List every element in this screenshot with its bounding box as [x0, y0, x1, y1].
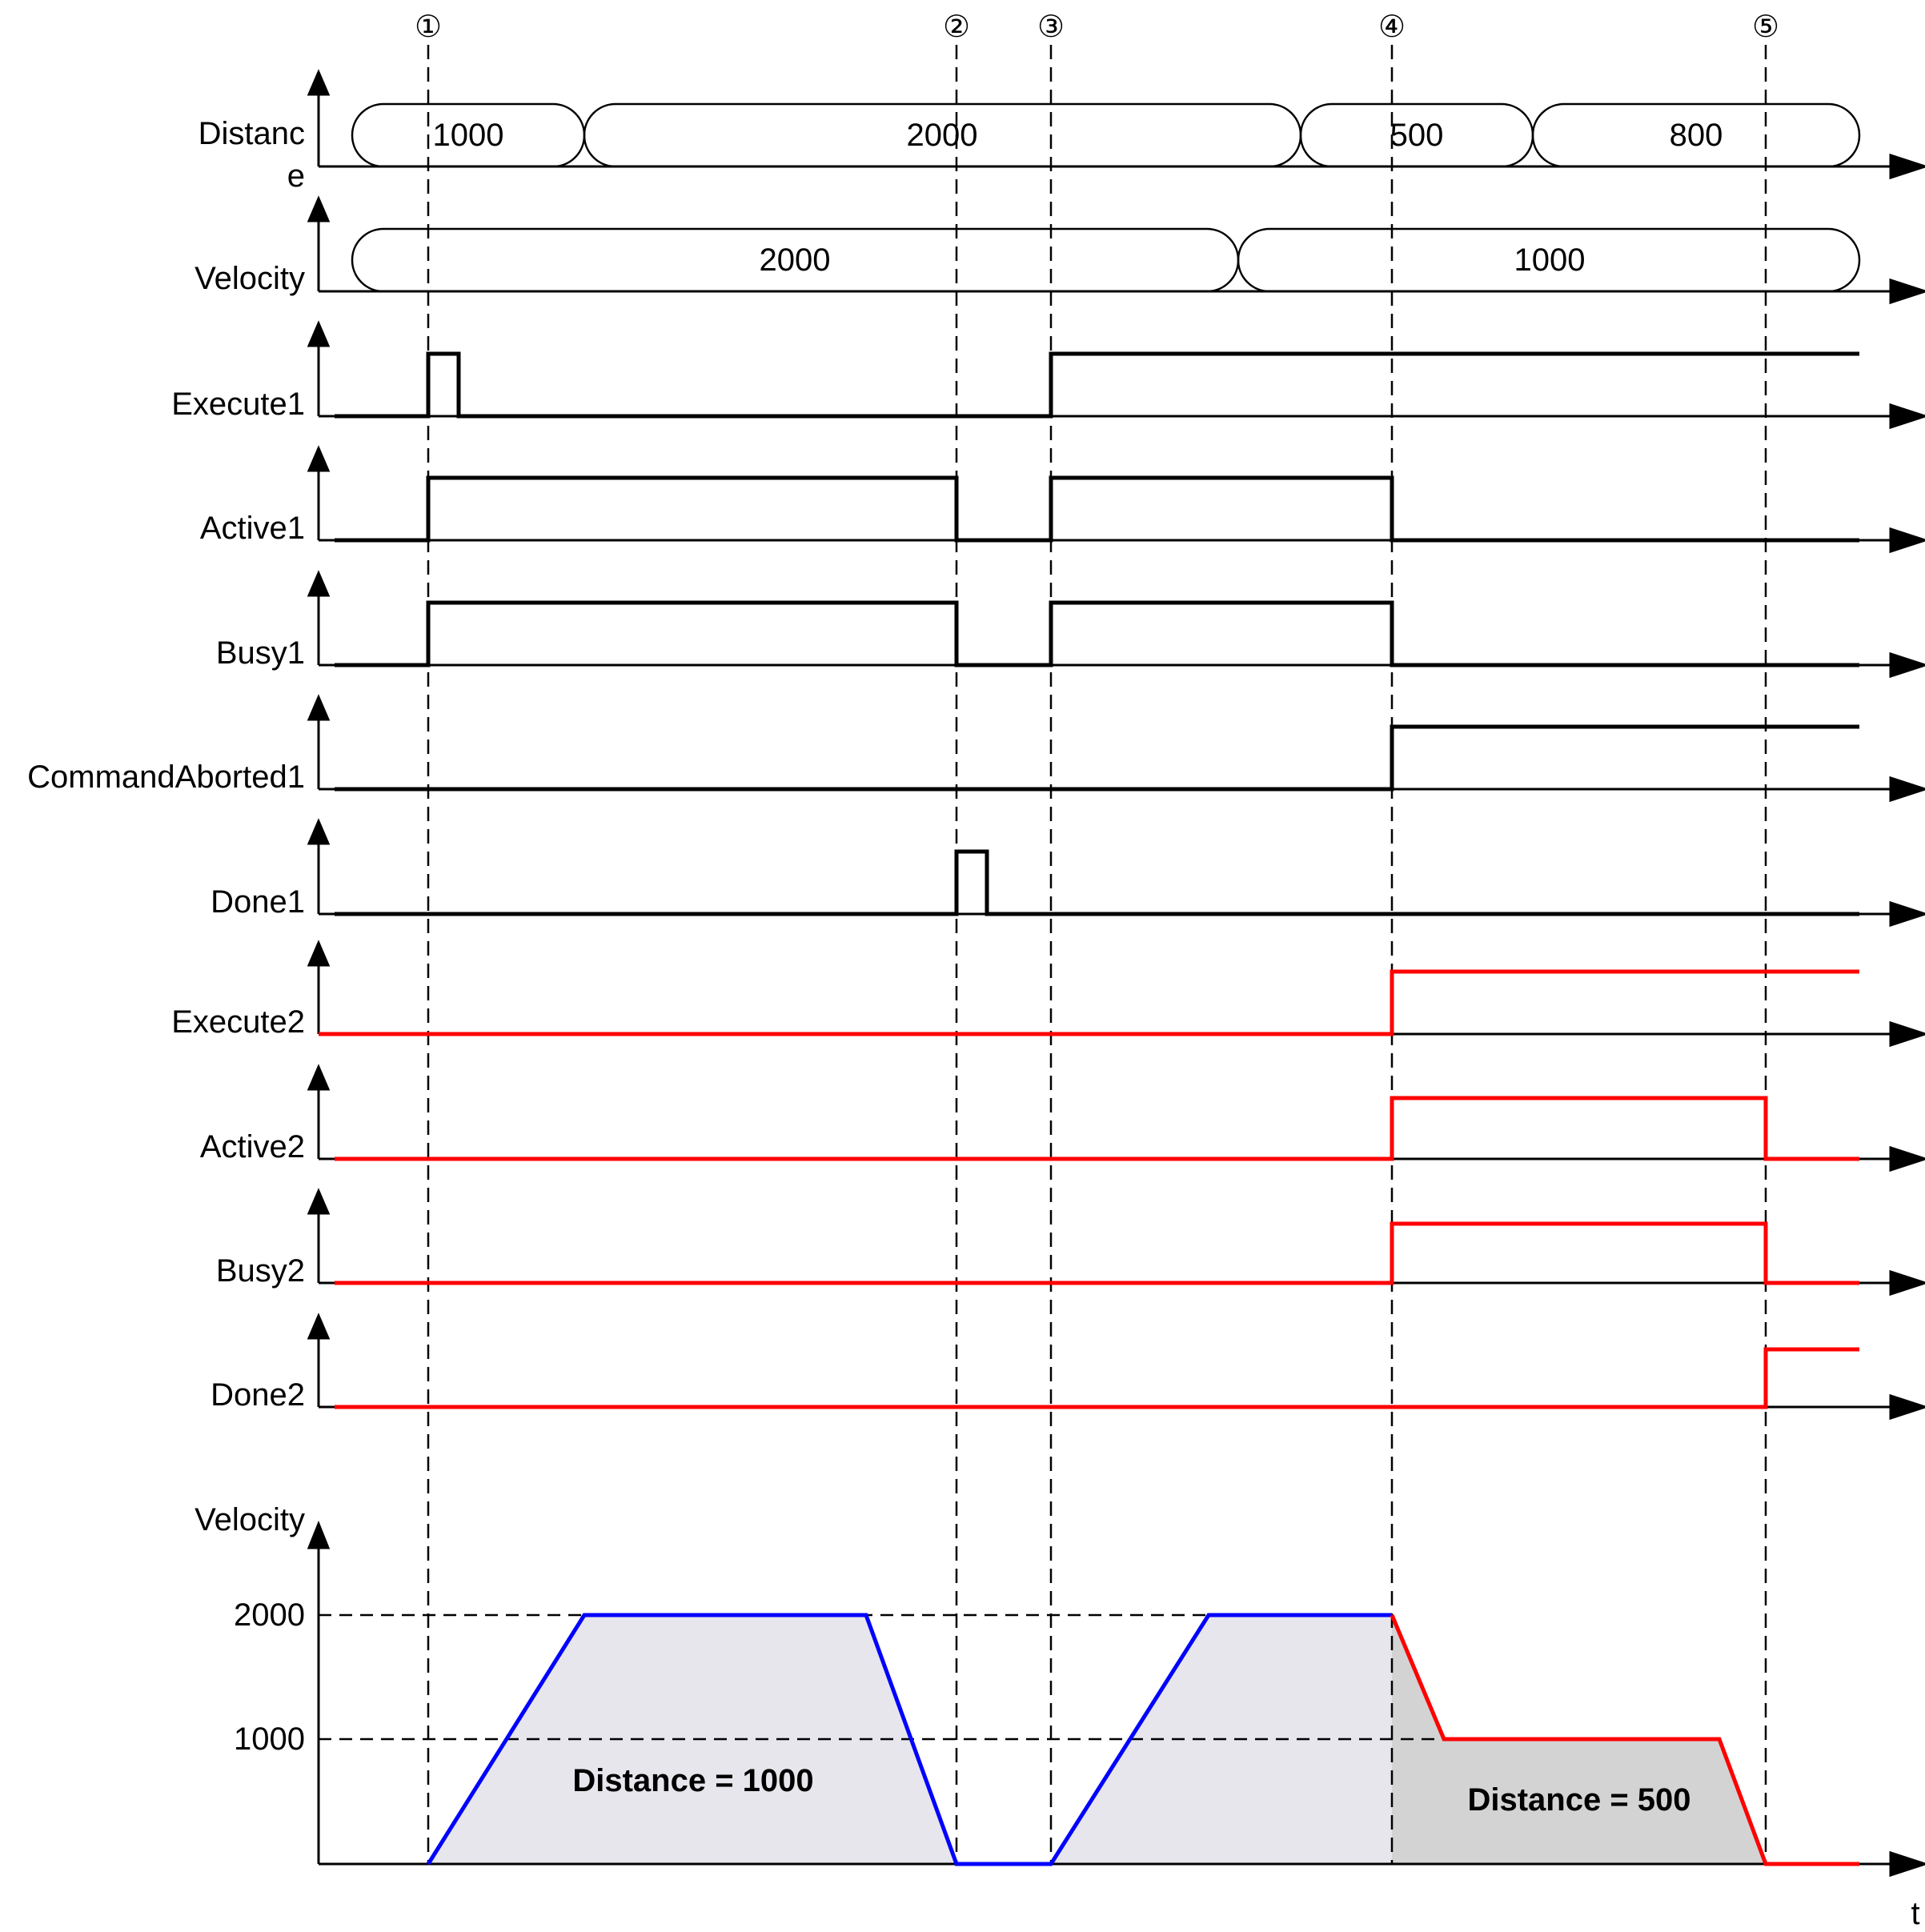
velocity-profile: [426, 1613, 1859, 1866]
velocity-segments: [351, 227, 1861, 293]
event-marker-1: ①: [415, 10, 442, 44]
distance-value-4: 800: [1670, 118, 1723, 153]
event-lines: [427, 45, 1767, 1864]
execute1-trace: [335, 351, 1859, 419]
active2-trace: [335, 1096, 1859, 1161]
active2-label: Active2: [200, 1129, 305, 1164]
done2-trace: [335, 1347, 1859, 1409]
velocity-tick-1000: 1000: [234, 1722, 305, 1757]
busy2-label: Busy2: [216, 1253, 305, 1289]
distance-label-line2: e: [287, 158, 305, 194]
event-marker-5: ⑤: [1752, 10, 1779, 44]
busy1-trace: [335, 600, 1859, 667]
area-labels: Distance = 1000 Distance = 500: [572, 1763, 1690, 1818]
velocity-tick-2000: 2000: [234, 1597, 305, 1633]
active1-label: Active1: [200, 511, 305, 546]
active1-trace: [335, 475, 1859, 543]
command-aborted1-trace: [335, 724, 1859, 792]
distance-label-line1: Distanc: [199, 116, 305, 151]
distance-segments: [351, 102, 1861, 168]
event-marker-2: ②: [943, 10, 970, 44]
red-signal-traces: [319, 969, 1859, 1409]
event-marker-3: ③: [1037, 10, 1065, 44]
done1-label: Done1: [211, 884, 305, 920]
distance-value-2: 2000: [907, 118, 978, 153]
velocity-value-1: 2000: [760, 243, 831, 278]
distance-segment-4: [1531, 102, 1861, 168]
distance-value-1: 1000: [433, 118, 504, 153]
execute1-label: Execute1: [171, 387, 305, 422]
distance-value-3: 500: [1390, 118, 1444, 153]
busy1-label: Busy1: [216, 635, 305, 671]
done1-trace: [335, 849, 1859, 916]
distance-1000-area: [428, 1615, 956, 1864]
velocity-value-2: 1000: [1514, 243, 1586, 278]
done2-label: Done2: [211, 1377, 305, 1413]
event-marker-4: ④: [1378, 10, 1406, 44]
distance-500-label: Distance = 500: [1467, 1782, 1690, 1818]
velocity-profile-axis-label: Velocity: [195, 1502, 305, 1537]
time-axis-label: t: [1911, 1896, 1919, 1931]
black-signal-traces: [335, 351, 1859, 916]
execute2-label: Execute2: [171, 1004, 305, 1040]
velocity-segment-2: [1237, 227, 1861, 293]
event-markers: ① ② ③ ④ ⑤: [415, 10, 1779, 44]
velocity-row-label: Velocity: [195, 261, 305, 296]
busy2-trace: [335, 1221, 1859, 1285]
velocity-profile-blue: [426, 1613, 1392, 1866]
execute2-trace: [319, 969, 1859, 1036]
row-labels: Distanc e Velocity Execute1 Active1 Busy…: [27, 116, 305, 1757]
segment-values: 1000 2000 500 800 2000 1000: [433, 118, 1723, 278]
velocity-profile-red: [1390, 1614, 1859, 1866]
distance-1000-label: Distance = 1000: [572, 1763, 813, 1798]
command-aborted1-label: CommandAborted1: [27, 760, 305, 795]
